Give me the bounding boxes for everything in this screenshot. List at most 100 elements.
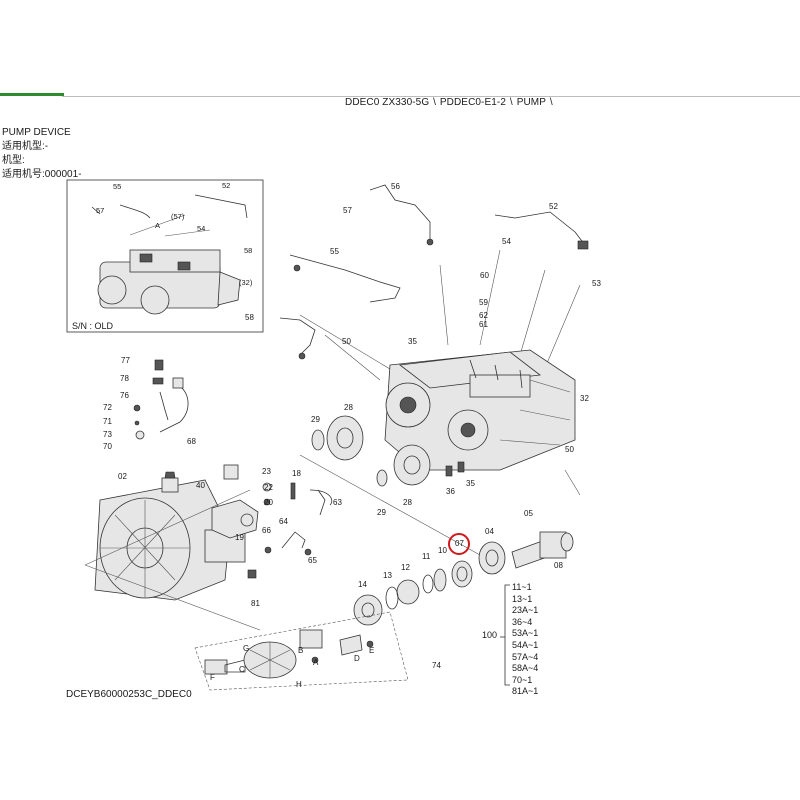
callout-52[interactable]: 52 [549, 202, 558, 211]
callout-20[interactable]: 20 [264, 498, 273, 507]
callout-53[interactable]: 53 [592, 279, 601, 288]
callout-77[interactable]: 77 [121, 356, 130, 365]
callout-50[interactable]: 50 [565, 445, 574, 454]
callout-07[interactable]: 07 [455, 539, 464, 548]
model-line: 机型: [2, 155, 25, 166]
callout-29[interactable]: 29 [311, 415, 320, 424]
callout-59[interactable]: 59 [479, 298, 488, 307]
inset-callout-32[interactable]: (32) [239, 278, 253, 287]
gear-04 [478, 541, 506, 575]
kit-letter-c: C [239, 665, 245, 674]
callout-28[interactable]: 28 [403, 498, 412, 507]
oring-22 [262, 482, 272, 492]
kit-letter-d: D [354, 654, 360, 663]
callout-68[interactable]: 68 [187, 437, 196, 446]
callout-63[interactable]: 63 [333, 498, 342, 507]
callout-35[interactable]: 35 [408, 337, 417, 346]
inset-callout-55[interactable]: 55 [113, 182, 121, 191]
main-pump-drawing [384, 349, 576, 471]
inset-pump-drawing [91, 194, 248, 315]
callout-08[interactable]: 08 [554, 561, 563, 570]
breadcrumb-item-section[interactable]: PDDEC0-E1-2 [439, 97, 507, 108]
callout-04[interactable]: 04 [485, 527, 494, 536]
callout-18[interactable]: 18 [292, 469, 301, 478]
callout-64[interactable]: 64 [279, 517, 288, 526]
parts-group-item: 36~4 [512, 616, 533, 627]
kit-letter-a: A [313, 658, 319, 667]
title-block: PUMP DEVICE 适用机型:- 机型: 适用机号:000001- [2, 126, 81, 182]
cover-14 [353, 594, 383, 626]
breadcrumb-separator: \ [549, 97, 553, 108]
callout-81[interactable]: 81 [251, 599, 260, 608]
callout-05[interactable]: 05 [524, 509, 533, 518]
callout-14[interactable]: 14 [358, 580, 367, 589]
fitting-36-35 [445, 461, 465, 477]
breadcrumb-item-model[interactable]: DDEC0 ZX330-5G [345, 97, 430, 108]
callout-71[interactable]: 71 [103, 417, 112, 426]
callout-76[interactable]: 76 [120, 391, 129, 400]
callout-72[interactable]: 72 [103, 403, 112, 412]
inset-callout-A[interactable]: A [155, 221, 160, 230]
callout-66[interactable]: 66 [262, 526, 271, 535]
inset-callout-57[interactable]: 57 [96, 206, 104, 215]
callout-29[interactable]: 29 [377, 508, 386, 517]
callout-56[interactable]: 56 [391, 182, 400, 191]
parts-group-item: 58A~4 [512, 663, 539, 674]
inset-callout-57[interactable]: (57) [171, 212, 185, 221]
parts-group-item: 23A~1 [512, 605, 539, 616]
plug-23 [223, 464, 239, 480]
callout-40[interactable]: 40 [196, 481, 205, 490]
coupling-kit-frame [194, 611, 409, 691]
header-rule [62, 96, 800, 97]
callout-28[interactable]: 28 [344, 403, 353, 412]
callout-02[interactable]: 02 [118, 472, 127, 481]
callout-78[interactable]: 78 [120, 374, 129, 383]
callout-55[interactable]: 55 [330, 247, 339, 256]
callout-65[interactable]: 65 [308, 556, 317, 565]
callout-36[interactable]: 36 [446, 487, 455, 496]
callout-12[interactable]: 12 [401, 563, 410, 572]
hose-63 [309, 489, 333, 516]
breadcrumb-separator: \ [509, 97, 513, 108]
pipe-64 [281, 531, 306, 549]
breather-40 [161, 471, 179, 493]
inset-callout-58[interactable]: 58 [244, 246, 252, 255]
callout-54[interactable]: 54 [502, 237, 511, 246]
parts-group-bracket [504, 584, 510, 686]
callout-19[interactable]: 19 [235, 533, 244, 542]
callout-60[interactable]: 60 [480, 271, 489, 280]
callout-35[interactable]: 35 [466, 479, 475, 488]
serial-line: 适用机号:000001- [2, 169, 82, 180]
callout-73[interactable]: 73 [103, 430, 112, 439]
ring-10 [433, 568, 447, 592]
callout-50[interactable]: 50 [342, 337, 351, 346]
inset-frame [66, 179, 264, 333]
callout-58[interactable]: 58 [245, 313, 254, 322]
callout-61[interactable]: 61 [479, 320, 488, 329]
breadcrumb-item-page[interactable]: PUMP [516, 97, 546, 108]
callout-10[interactable]: 10 [438, 546, 447, 555]
parts-group-item: 57A~4 [512, 651, 539, 662]
callout-13[interactable]: 13 [383, 571, 392, 580]
callout-32[interactable]: 32 [580, 394, 589, 403]
valve-19 [211, 499, 259, 539]
parts-group-total: 100 [482, 630, 498, 640]
callout-74[interactable]: 74 [432, 661, 441, 670]
breadcrumb: DDEC0 ZX330-5G \ PDDEC0-E1-2 \ PUMP \ [345, 97, 554, 108]
inset-callout-52[interactable]: 52 [222, 181, 230, 190]
callout-62[interactable]: 62 [479, 311, 488, 320]
callout-70[interactable]: 70 [103, 442, 112, 451]
inset-callout-54[interactable]: 54 [197, 224, 205, 233]
bolt-18 [290, 482, 296, 500]
callout-22[interactable]: 22 [264, 483, 273, 492]
callout-57[interactable]: 57 [343, 206, 352, 215]
callout-11[interactable]: 11 [422, 552, 431, 561]
breadcrumb-separator: \ [433, 97, 436, 108]
kit-letter-h: H [296, 680, 302, 689]
callout-23[interactable]: 23 [262, 467, 271, 476]
hose-assembly-55 [289, 254, 401, 303]
gear-28-lower [393, 444, 431, 486]
header-accent-rule [0, 93, 64, 96]
coupling-kit-drawing [204, 629, 374, 679]
